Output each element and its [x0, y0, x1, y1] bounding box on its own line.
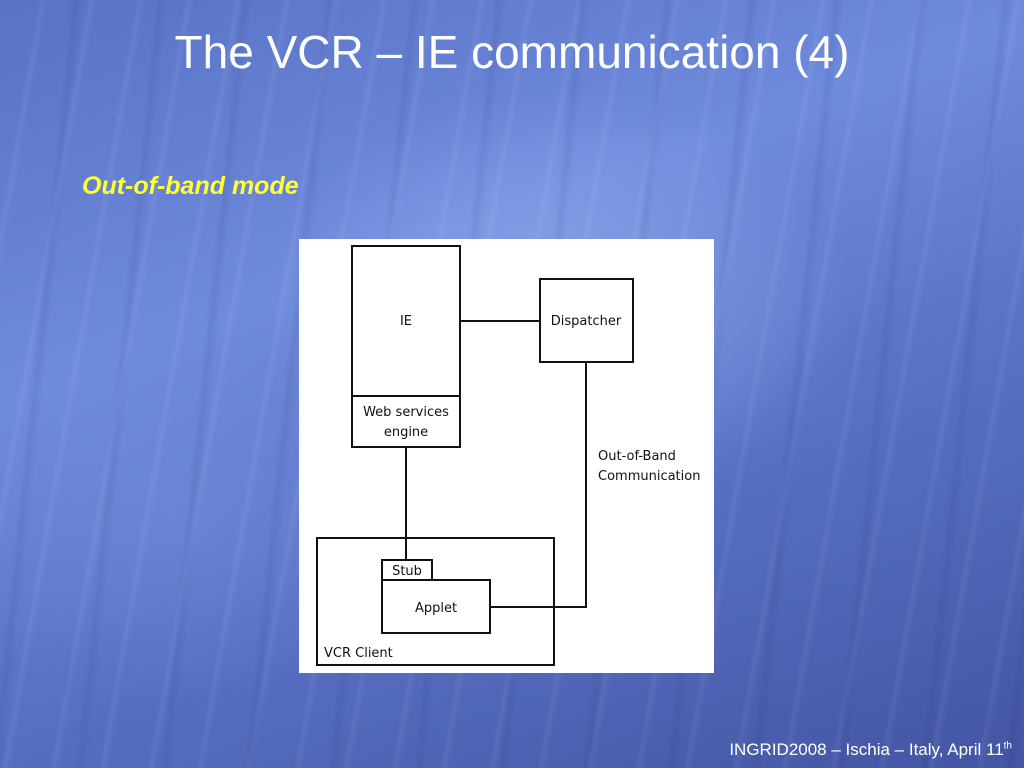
- slide-footer: INGRID2008 – Ischia – Italy, April 11th: [729, 740, 1012, 760]
- architecture-diagram: IE Web services engine Dispatcher Out-of…: [299, 239, 714, 673]
- vcr-client-label: VCR Client: [324, 646, 393, 661]
- footer-superscript: th: [1003, 740, 1012, 752]
- out-of-band-connector: [490, 362, 587, 608]
- stub-label: Stub: [392, 564, 422, 579]
- dispatcher-label: Dispatcher: [551, 314, 622, 329]
- oob-label-line1: Out-of-Band: [598, 449, 676, 464]
- oob-label-line2: Communication: [598, 469, 700, 484]
- ws-label-line1: Web services: [363, 405, 449, 420]
- footer-text: INGRID2008 – Ischia – Italy, April 11: [729, 740, 1004, 759]
- ws-label-line2: engine: [384, 425, 428, 440]
- applet-label: Applet: [415, 601, 457, 616]
- diagram-canvas: IE Web services engine Dispatcher Out-of…: [316, 245, 700, 666]
- slide-title: The VCR – IE communication (4): [174, 26, 850, 78]
- ie-label: IE: [400, 314, 412, 329]
- vcr-client-box: [316, 537, 555, 666]
- slide-subtitle: Out-of-band mode: [82, 172, 299, 200]
